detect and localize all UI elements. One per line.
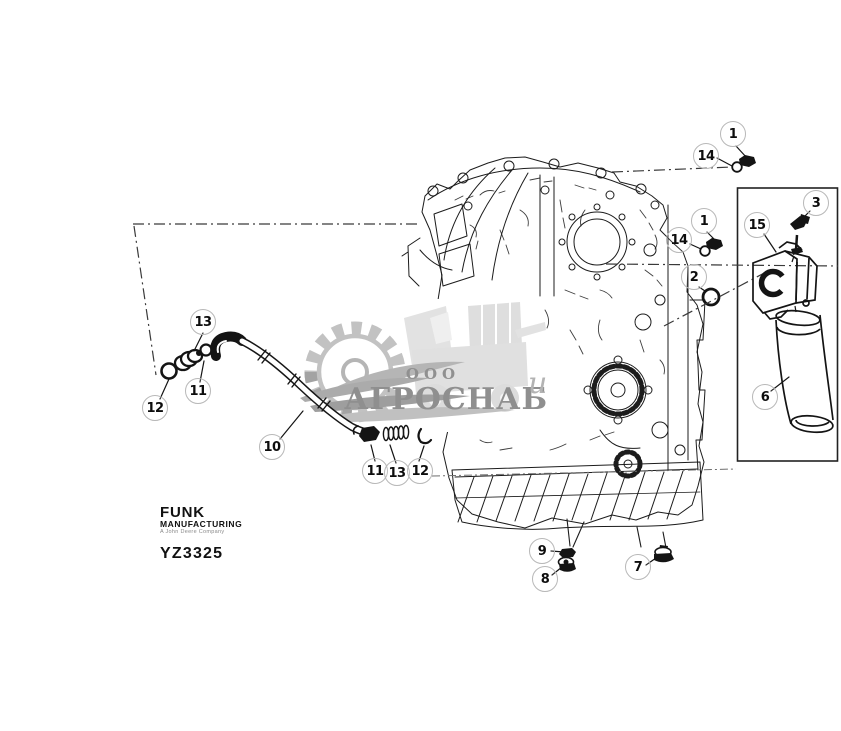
o-ring-14b — [699, 245, 711, 257]
callout-9: 9 — [529, 538, 555, 564]
callout-7: 7 — [625, 554, 651, 580]
nut-1a — [739, 155, 756, 167]
callout-8: 8 — [532, 566, 558, 592]
filter-cartridge-6 — [775, 305, 834, 434]
callout-15: 15 — [744, 212, 770, 238]
brand-name: FUNK — [160, 504, 205, 521]
callout-11b: 11 — [362, 458, 388, 484]
tube-band-marks — [257, 349, 331, 412]
tube-elbow — [210, 331, 247, 361]
spring-13 — [382, 424, 410, 442]
callout-12l: 12 — [142, 395, 168, 421]
plug-8 — [557, 556, 576, 572]
callout-1b: 1 — [691, 208, 717, 234]
brand-tagline: A John Deere Company — [160, 529, 225, 535]
plug-9 — [559, 548, 576, 558]
callout-13b: 13 — [384, 460, 410, 486]
threaded-fitting-13 — [173, 348, 204, 372]
callout-12b: 12 — [407, 458, 433, 484]
callout-6: 6 — [752, 384, 778, 410]
transmission-housing-sketch — [401, 156, 706, 554]
callout-3: 3 — [803, 190, 829, 216]
watermark-partial-letter: u — [528, 366, 547, 401]
brand-block: FUNK MANUFACTURING A John Deere Company … — [160, 504, 243, 563]
small-parts-right — [557, 155, 756, 572]
callout-10: 10 — [259, 434, 285, 460]
callout-1a: 1 — [720, 121, 746, 147]
sketch-noise — [454, 177, 665, 451]
filter-head-15 — [752, 241, 818, 320]
callout-14a: 14 — [693, 143, 719, 169]
o-ring-2 — [701, 287, 721, 307]
watermark-plate: ООО АГРОСНАБ u — [300, 299, 548, 432]
callout-11l: 11 — [185, 378, 211, 404]
watermark-org-type: ООО — [406, 365, 460, 383]
clip-12 — [417, 427, 433, 445]
plug-7 — [654, 545, 674, 563]
watermark-company-name: АГРОСНАБ — [344, 382, 548, 417]
callout-2: 2 — [681, 264, 707, 290]
callout-14b: 14 — [666, 227, 692, 253]
leaf-swoosh-watermark — [300, 361, 515, 422]
centerlines — [133, 166, 737, 477]
valve-3 — [790, 214, 810, 263]
callout-13l: 13 — [190, 309, 216, 335]
oil-tube-assembly — [160, 331, 433, 445]
o-ring-14a — [731, 161, 743, 173]
brand-subtitle: MANUFACTURING — [160, 519, 243, 529]
end-fitting-11 — [359, 426, 380, 442]
drawing-code: YZ3325 — [160, 545, 224, 562]
nut-1b — [706, 238, 723, 250]
